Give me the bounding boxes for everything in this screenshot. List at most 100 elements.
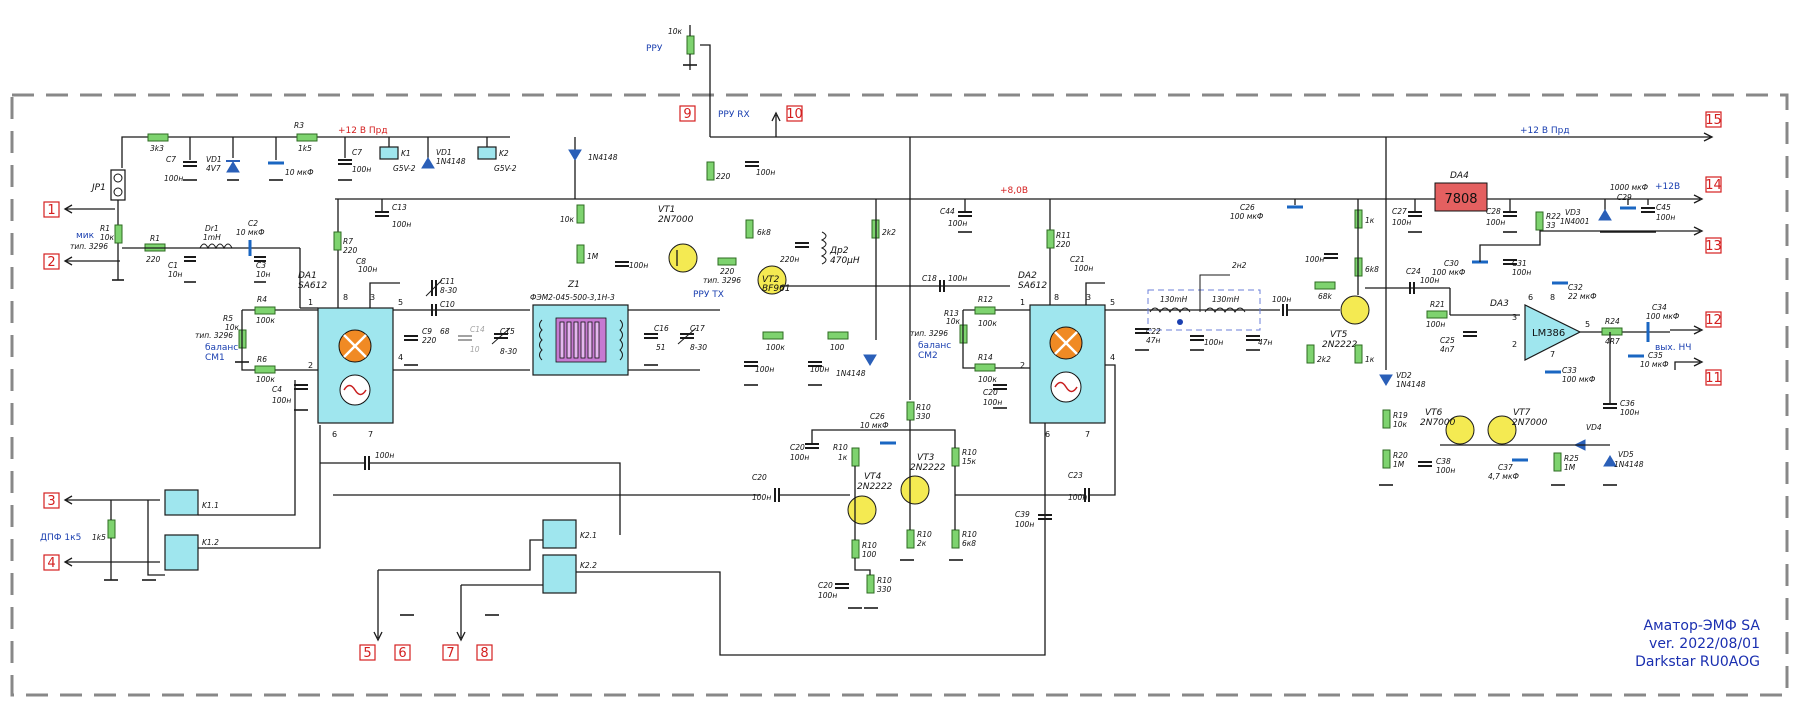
svg-text:VT3: VT3 [917,453,935,463]
label-mic: мик [76,231,95,241]
svg-text:3k3: 3k3 [150,144,164,153]
diode-vd5: VD5 1N4148 [1603,450,1644,469]
svg-text:8: 8 [480,646,488,661]
capacitor-c20c: C20 100н [790,443,819,462]
svg-text:10 мкФ: 10 мкФ [1640,360,1669,369]
inductor-dr1: Dr1 1mH [199,224,233,250]
label-plus12-tx-top: +12 В Прд [338,126,388,136]
svg-text:5: 5 [1110,298,1115,307]
capacitor-c36: C36 100н [1603,399,1639,417]
terminal-5: 5 [359,570,383,661]
svg-text:Z1: Z1 [567,280,580,290]
svg-text:K2.1: K2.1 [580,531,597,540]
resistor-68k: 68k [1314,281,1336,301]
svg-text:3: 3 [370,293,375,302]
title-line-3: Darkstar RU0AOG [1635,654,1760,670]
svg-text:DA1: DA1 [298,271,317,281]
resistor-r20: R20 1M [1382,449,1408,469]
svg-text:47н: 47н [1258,338,1273,347]
capacitor-c23: C23 100н [1068,471,1090,502]
svg-text:K2: K2 [499,149,509,158]
svg-text:VT2: VT2 [762,275,780,285]
svg-text:C2: C2 [248,219,258,228]
resistor-2k2-vt5: 2k2 [1306,344,1331,364]
capacitor-c26b: C26 10 мкФ [860,412,896,445]
svg-text:1M: 1M [1393,460,1405,469]
label-plus12-tx-right: +12 В Прд [1520,126,1570,136]
svg-text:10к: 10к [225,323,240,332]
svg-text:100н: 100н [352,165,371,174]
svg-text:1N4148: 1N4148 [1614,460,1644,469]
capacitor-100n-h: 100н [1305,253,1338,264]
svg-text:тип. 3296: тип. 3296 [195,331,233,340]
svg-text:11: 11 [1705,371,1722,386]
svg-text:R10: R10 [833,443,848,452]
resistor-r19: R19 10к [1382,409,1408,429]
svg-text:13: 13 [1705,239,1722,254]
capacitor-2n2: 2н2 [1199,261,1247,312]
svg-text:C21: C21 [1070,255,1085,264]
resistor-100-vt2: 100 [827,331,849,352]
svg-text:2N2222: 2N2222 [1322,340,1358,350]
svg-text:10 мкФ: 10 мкФ [236,228,265,237]
capacitor-c31: C31 100н [1503,259,1531,277]
title-line-1: Аматор-ЭМФ SA [1644,618,1761,634]
svg-text:330: 330 [877,585,892,594]
svg-text:2: 2 [1512,340,1517,349]
ground-symbols [104,64,1656,616]
svg-text:K2.2: K2.2 [580,561,597,570]
capacitor-c33: C33 100 мкФ [1545,366,1596,384]
svg-text:C35: C35 [1648,351,1663,360]
svg-text:100н: 100н [629,261,648,270]
svg-text:C15: C15 [500,327,515,336]
svg-text:8-30: 8-30 [440,286,457,295]
svg-text:8: 8 [1054,293,1059,302]
svg-text:6к8: 6к8 [962,539,976,548]
capacitor-c2: C2 10 мкФ [236,219,265,256]
svg-text:2k2: 2k2 [1317,355,1331,364]
label-dpf: ДПФ 1к5 [40,533,81,543]
svg-text:R3: R3 [294,121,304,130]
shield-box [1147,289,1261,331]
terminal-7: 7 [442,585,466,661]
svg-text:C37: C37 [1498,463,1513,472]
svg-text:SA612: SA612 [298,281,327,291]
svg-text:R5: R5 [223,314,233,323]
capacitor-c20b: C20 100н [752,473,780,502]
capacitor-c10: C10 [431,300,455,316]
relay-contact-k12: K1.2 [164,534,219,571]
svg-text:220н: 220н [780,255,799,264]
svg-text:DA3: DA3 [1490,299,1509,309]
svg-text:7: 7 [446,646,454,661]
capacitor-c20d: C20 100н [818,581,849,600]
transistor-vt1: VT1 2N7000 [658,205,698,273]
svg-text:100 мкФ: 100 мкФ [1432,268,1466,277]
svg-text:Dr1: Dr1 [205,224,219,233]
mixer-da1: DA1 SA612 1 2 8 3 5 4 6 7 [298,271,403,439]
svg-text:R10: R10 [916,403,931,412]
svg-text:220: 220 [343,246,358,255]
svg-text:R12: R12 [978,295,993,304]
svg-text:тип. 3296: тип. 3296 [70,242,108,251]
svg-text:7808: 7808 [1444,192,1477,207]
capacitor-c9: C9 220 68 [404,327,450,345]
svg-text:VD1: VD1 [206,155,222,164]
svg-text:C20: C20 [790,443,805,452]
svg-text:100н: 100н [1305,255,1324,264]
capacitor-c27: C27 100н [1392,199,1422,227]
label-balance-2: баланс [918,341,951,351]
svg-text:R10: R10 [962,448,977,457]
svg-text:100н: 100н [790,453,809,462]
svg-text:R25: R25 [1564,454,1579,463]
svg-text:100н: 100н [1392,218,1411,227]
terminal-1: 1 [43,201,115,218]
svg-text:G5V-2: G5V-2 [393,164,416,173]
capacitor-c17: C17 8-30 [677,324,707,352]
capacitor-100n-b: 100н [745,161,775,177]
svg-text:C7: C7 [352,148,362,157]
terminal-2: 2 [43,253,120,270]
svg-text:4: 4 [1110,353,1115,362]
inductor-dr2: Др2 470µH [820,231,860,266]
resistor-1m: 1M [576,244,599,264]
resistor-6k8: 6k8 [745,219,771,239]
